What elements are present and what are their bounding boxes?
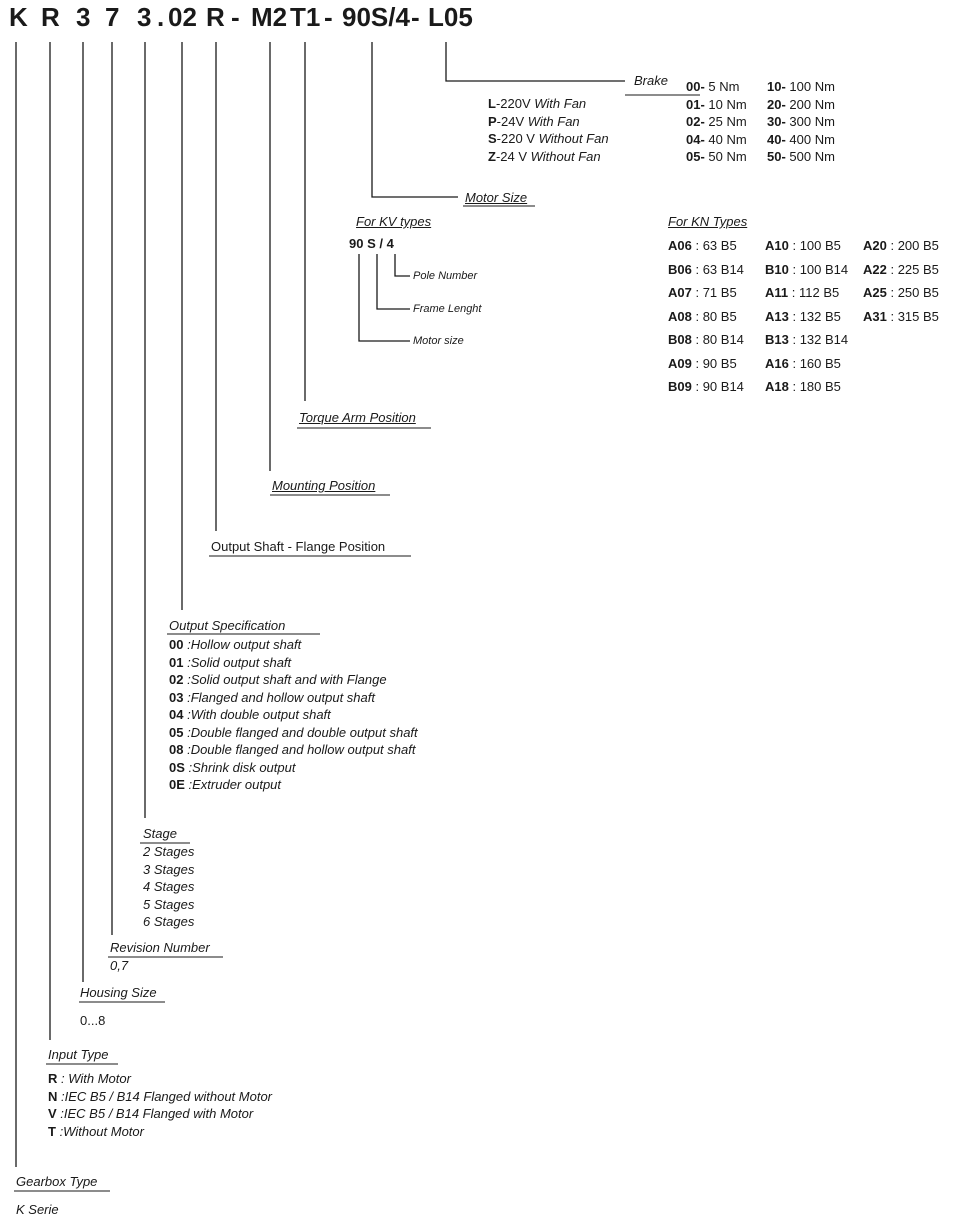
- brake-torque: 50- 500 Nm: [767, 149, 835, 164]
- torque-arm-title: Torque Arm Position: [299, 410, 416, 425]
- code-revision: 7: [105, 2, 120, 32]
- kv-label-motor-size: Motor size: [413, 335, 464, 347]
- input-type-item: V :IEC B5 / B14 Flanged with Motor: [48, 1106, 254, 1121]
- code-dot: .: [157, 2, 165, 32]
- stage-title: Stage: [143, 826, 177, 841]
- stage-item: 5 Stages: [143, 896, 195, 912]
- code-torque-arm: T1: [290, 2, 321, 32]
- kv-label-frame-length: Frame Lenght: [413, 303, 482, 315]
- kv-label-pole-number: Pole Number: [413, 270, 478, 282]
- brake-fan-option: L-220V With Fan: [488, 96, 587, 111]
- revision-value: 0,7: [110, 958, 129, 973]
- code-dash-2: -: [324, 2, 333, 32]
- output-spec-item: 02 :Solid output shaft and with Flange: [169, 672, 387, 687]
- kv-types-title: For KV types: [356, 214, 432, 229]
- kn-row: B08 : 80 B14 B13 : 132 B14: [668, 332, 849, 348]
- code-mounting: M2: [251, 2, 288, 32]
- stage-item: 3 Stages: [143, 861, 195, 877]
- brake-fan-option: S-220 V Without Fan: [488, 131, 609, 146]
- kn-row: A06 : 63 B5 A10 : 100 B5 A20 : 200 B5: [668, 238, 939, 254]
- brake-fan-option: Z-24 V Without Fan: [488, 148, 601, 164]
- brake-torque: 20- 200 Nm: [767, 96, 835, 112]
- brake-torque: 05- 50 Nm: [686, 149, 747, 164]
- output-spec-list: 00 :Hollow output shaft 01 :Solid output…: [169, 636, 418, 794]
- brake-fan-option: P-24V With Fan: [488, 113, 580, 129]
- brake-torques-left: 00- 5 Nm 01- 10 Nm 02- 25 Nm 04- 40 Nm 0…: [686, 78, 747, 166]
- output-spec-item: 03 :Flanged and hollow output shaft: [169, 689, 375, 705]
- gearbox-value: K Serie: [16, 1202, 59, 1217]
- brake-torque: 01- 10 Nm: [686, 96, 747, 112]
- kv-example: 90 S / 4: [349, 236, 394, 251]
- brake-torque: 40- 400 Nm: [767, 131, 835, 147]
- output-spec-item: 04 :With double output shaft: [169, 707, 331, 722]
- kn-row: A09 : 90 B5 A16 : 160 B5: [668, 355, 841, 371]
- brake-torque: 00- 5 Nm: [686, 79, 740, 94]
- brake-connector: [445, 42, 625, 82]
- code-output-shaft: R: [206, 2, 225, 32]
- mounting-title: Mounting Position: [272, 478, 376, 493]
- kn-types-table: A06 : 63 B5 A10 : 100 B5 A20 : 200 B5 B0…: [668, 234, 939, 399]
- output-spec-title: Output Specification: [169, 618, 286, 633]
- motor-size-connector: [371, 42, 458, 198]
- output-spec-item: 05 :Double flanged and double output sha…: [169, 724, 418, 740]
- kn-row: A08 : 80 B5 A13 : 132 B5 A31 : 315 B5: [668, 308, 939, 324]
- housing-value: 0...8: [80, 1013, 106, 1028]
- output-spec-item: 0E :Extruder output: [169, 777, 282, 792]
- input-type-item: N :IEC B5 / B14 Flanged without Motor: [48, 1088, 272, 1104]
- housing-title: Housing Size: [80, 985, 157, 1000]
- code-input-type: R: [41, 2, 60, 32]
- gearbox-title: Gearbox Type: [16, 1174, 98, 1189]
- brake-title: Brake: [634, 73, 668, 88]
- kn-row: B06 : 63 B14 B10 : 100 B14 A22 : 225 B5: [668, 261, 939, 277]
- input-type-title: Input Type: [48, 1047, 109, 1062]
- input-type-item: T :Without Motor: [48, 1123, 144, 1139]
- output-shaft-title: Output Shaft - Flange Position: [211, 539, 386, 554]
- code-housing-size: 3: [76, 2, 91, 32]
- brake-torque: 30- 300 Nm: [767, 114, 835, 129]
- output-spec-item: 0S :Shrink disk output: [169, 759, 296, 775]
- brake-fan-options: L-220V With Fan P-24V With Fan S-220 V W…: [488, 95, 609, 165]
- code-stage: 3: [137, 2, 152, 32]
- kn-row: A07 : 71 B5 A11 : 112 B5 A25 : 250 B5: [668, 285, 939, 301]
- stage-item: 6 Stages: [143, 914, 195, 929]
- kn-row: B09 : 90 B14 A18 : 180 B5: [668, 379, 841, 395]
- code-motor-size: 90S/4: [342, 2, 410, 32]
- output-spec-item: 00 :Hollow output shaft: [169, 637, 302, 652]
- stage-list: 2 Stages 3 Stages 4 Stages 5 Stages 6 St…: [143, 843, 194, 931]
- code-output-spec: 02: [168, 2, 197, 32]
- output-spec-item: 08 :Double flanged and hollow output sha…: [169, 742, 416, 757]
- code-gearbox-type: K: [9, 2, 28, 32]
- output-spec-item: 01 :Solid output shaft: [169, 654, 292, 670]
- brake-torque: 04- 40 Nm: [686, 131, 747, 147]
- brake-torques-right: 10- 100 Nm 20- 200 Nm 30- 300 Nm 40- 400…: [767, 78, 835, 166]
- input-type-item: R : With Motor: [48, 1071, 131, 1086]
- brake-torque: 10- 100 Nm: [767, 79, 835, 94]
- motor-size-title: Motor Size: [465, 190, 528, 205]
- revision-title: Revision Number: [110, 940, 210, 955]
- input-type-list: R : With Motor N :IEC B5 / B14 Flanged w…: [48, 1070, 272, 1140]
- kn-types-title: For KN Types: [668, 214, 748, 229]
- code-dash-3: -: [411, 2, 420, 32]
- code-brake: L05: [428, 2, 473, 32]
- brake-torque: 02- 25 Nm: [686, 114, 747, 129]
- code-dash-1: -: [231, 2, 240, 32]
- stage-item: 4 Stages: [143, 879, 195, 894]
- stage-item: 2 Stages: [143, 844, 195, 859]
